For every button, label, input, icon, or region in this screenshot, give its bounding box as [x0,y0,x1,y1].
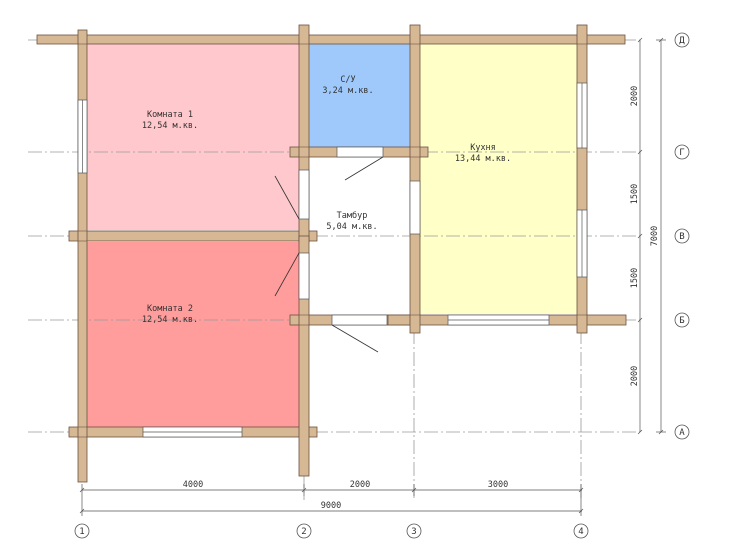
room-labels: Комната 1 12,54 м.кв. Комната 2 12,54 м.… [142,75,511,325]
vestibule-name: Тамбур [337,210,368,221]
kitchen-area: 13,44 м.кв. [455,154,511,164]
wall-room1-bottom [68,230,318,242]
door-room1 [298,169,310,220]
bath-name: С/У [340,75,355,85]
axis-label-col-3: 3 [411,527,416,537]
door-entry [331,314,388,326]
room2-area: 12,54 м.кв. [142,315,198,325]
door-swing-room2 [274,252,300,297]
axis-marker-row-a [674,424,690,440]
dim-right-2: 1500 [630,184,640,204]
door-swing-entry [331,324,379,353]
dim-right-4: 2000 [630,366,640,386]
dim-right-total: 7000 [650,226,660,246]
openings [77,82,588,438]
axis-label-row-a: А [679,428,685,438]
wall-axis-4 [576,24,588,334]
room1-area: 12,54 м.кв. [142,121,198,131]
axis-label-row-g: Г [679,148,684,158]
axis-marker-row-v [674,228,690,244]
dim-bottom-total: 9000 [321,501,341,511]
dim-right-1: 2000 [630,86,640,106]
dim-tick-r2 [637,149,643,155]
room1-name: Комната 1 [147,110,193,120]
door-kitchen [409,180,421,235]
right-dimensions [637,37,666,435]
wall-axis-2-lower [298,235,310,477]
axis-marker-row-b [674,312,690,328]
door-bath [336,146,384,158]
axis-label-col-1: 1 [79,527,84,537]
door-room2 [298,252,310,300]
dim-right-3: 1500 [630,268,640,288]
kitchen-fill [420,44,577,314]
axis-marker-col-1 [74,523,90,539]
bottom-dimensions [79,484,584,516]
dim-tick-r3 [637,233,643,239]
axis-marker-row-d [674,32,690,48]
axis-marker-col-2 [296,523,312,539]
right-dimension-labels: 2000 1500 1500 2000 7000 [630,86,660,386]
axis-marker-col-4 [573,523,589,539]
axis-label-row-b: Б [679,316,684,326]
axis-label-row-v: В [679,232,684,242]
room2-name: Комната 2 [147,304,193,314]
axis-label-col-2: 2 [301,527,306,537]
room1-fill [87,44,300,230]
axis-label-col-4: 4 [578,527,583,537]
kitchen-name: Кухня [470,143,496,153]
room2-fill [87,242,300,427]
wall-top [36,34,626,45]
wall-axis-1 [77,29,88,483]
bath-area: 3,24 м.кв. [322,86,373,96]
axis-marker-row-g [674,144,690,160]
axis-label-row-d: Д [679,36,685,46]
dim-tick-r1 [637,37,643,43]
door-swing-bath [344,156,384,181]
door-swing-room1 [274,175,300,220]
door-swings [274,156,384,353]
axis-marker-labels: 1 2 3 4 Д Г В Б А [79,36,685,537]
wall-axis-3 [409,24,421,334]
axis-markers [74,32,690,539]
log-joints [78,43,587,438]
axis-marker-col-3 [406,523,422,539]
dim-tick-r4 [637,317,643,323]
dim-bottom-2: 2000 [350,480,370,490]
dim-tick-r5 [637,429,643,435]
dim-bottom-3: 3000 [488,480,508,490]
dim-bottom-1: 4000 [183,480,203,490]
room-fills [87,44,577,427]
bottom-dimension-labels: 4000 2000 3000 9000 [183,480,508,511]
bath-fill [309,44,410,147]
vestibule-area: 5,04 м.кв. [326,222,377,232]
